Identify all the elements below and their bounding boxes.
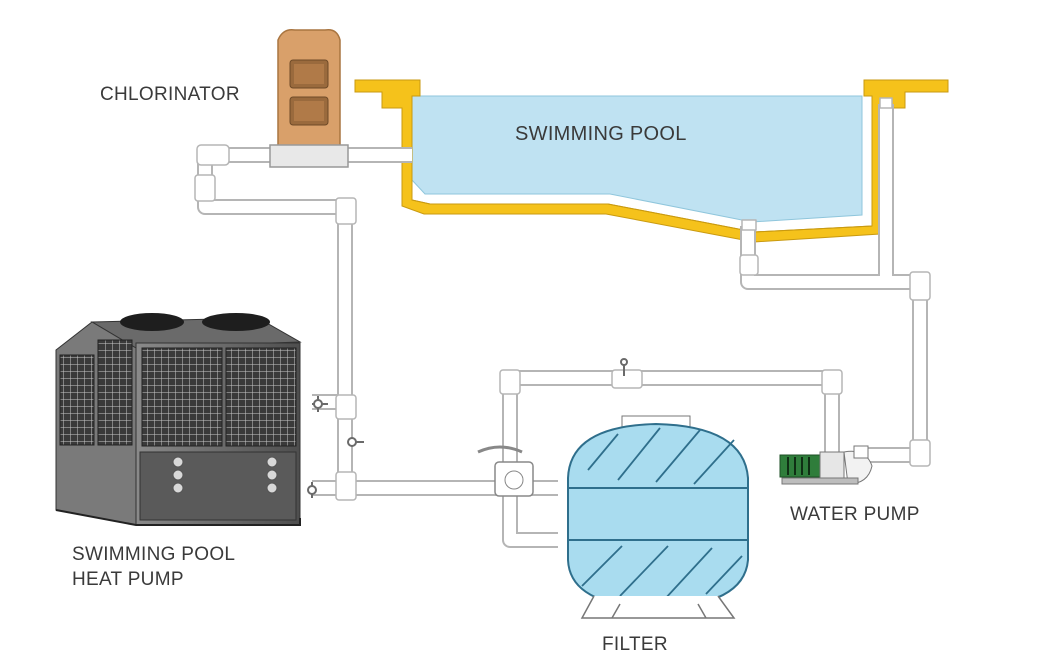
sand-filter: [477, 415, 749, 619]
filter-label: FILTER: [602, 634, 668, 655]
pipe-network: [194, 97, 931, 548]
heat-pump-label-line2: HEAT PUMP: [72, 569, 184, 590]
water-pump-label: WATER PUMP: [790, 504, 920, 525]
chlorinator: [269, 28, 349, 168]
swimming-pool-label: SWIMMING POOL: [515, 123, 687, 145]
water-pump: [779, 445, 873, 485]
heat-pump-unit: [55, 313, 302, 526]
swimming-pool: [354, 79, 949, 243]
chlorinator-label: CHLORINATOR: [100, 84, 240, 105]
heat-pump-label-line1: SWIMMING POOL: [72, 544, 236, 565]
